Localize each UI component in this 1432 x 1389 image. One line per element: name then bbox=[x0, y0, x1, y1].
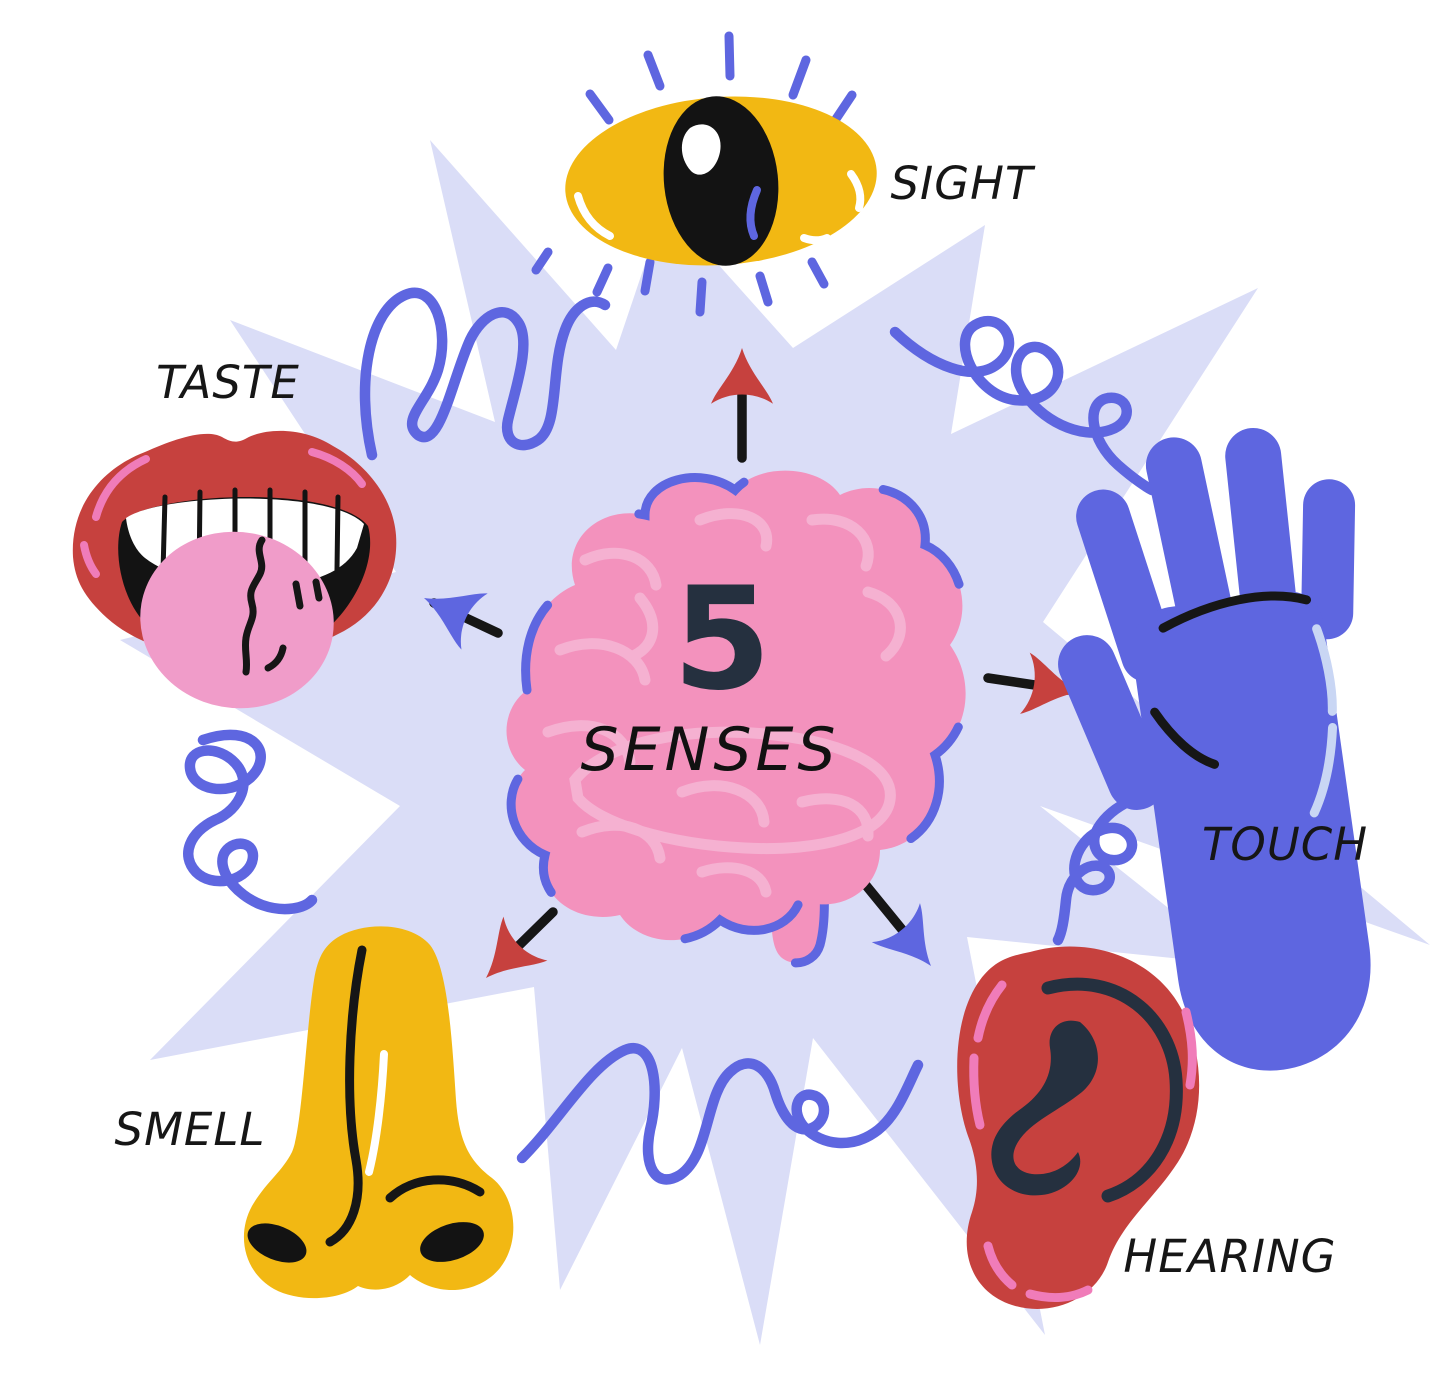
label-touch: TOUCH bbox=[1202, 818, 1368, 871]
squiggle-top-left bbox=[359, 287, 611, 461]
hand-thumb bbox=[1058, 635, 1166, 810]
arrow-to-smell bbox=[486, 907, 558, 978]
eye-shine-left bbox=[574, 192, 614, 240]
squiggle-bottom bbox=[516, 1043, 924, 1185]
arrowhead-touch bbox=[1020, 652, 1080, 714]
brain-icon: 5 SENSES bbox=[502, 466, 971, 968]
arrowhead-hearing bbox=[871, 903, 931, 966]
brain-gyri bbox=[542, 508, 906, 898]
ear-shine-2 bbox=[969, 1053, 985, 1130]
hand-shine-1 bbox=[1312, 624, 1337, 716]
ear-shine-1 bbox=[973, 980, 1007, 1043]
brain-stem-outline bbox=[777, 883, 829, 968]
ear-outer bbox=[957, 946, 1200, 1309]
nose-icon bbox=[243, 926, 514, 1299]
eye-icon bbox=[531, 31, 877, 317]
tongue-dash-2 bbox=[312, 578, 323, 602]
hand-shine-2 bbox=[1309, 723, 1338, 818]
label-taste: TASTE bbox=[156, 356, 300, 409]
label-sight: SIGHT bbox=[890, 157, 1036, 210]
eyelashes bbox=[531, 31, 857, 317]
tongue-dash-3 bbox=[264, 644, 287, 672]
hand-finger-pinky bbox=[1301, 479, 1356, 640]
pupil-blue-arc bbox=[746, 186, 761, 240]
label-hearing: HEARING bbox=[1123, 1230, 1336, 1283]
tongue-dash-1 bbox=[292, 580, 304, 610]
lip-shine-left-2 bbox=[80, 541, 100, 578]
nose-bridge-line bbox=[325, 945, 367, 1247]
arrow-to-taste bbox=[424, 593, 503, 650]
title-number: 5 bbox=[673, 557, 772, 722]
brain-outline-dashes bbox=[502, 466, 971, 945]
arrowhead-taste bbox=[424, 593, 488, 650]
nose-shine bbox=[365, 1050, 388, 1176]
ear-inner-arc bbox=[1041, 977, 1183, 1203]
hand-icon bbox=[1058, 428, 1371, 1071]
eye-shine-right bbox=[847, 170, 865, 212]
title-word: SENSES bbox=[581, 715, 840, 785]
hand-palm bbox=[1131, 591, 1371, 1071]
ear-inner-swirl bbox=[991, 1020, 1098, 1196]
palm-line-thumb bbox=[1150, 707, 1220, 769]
ear-shine-4 bbox=[983, 1241, 1017, 1290]
ear-shine-5 bbox=[1025, 1285, 1093, 1302]
label-smell: SMELL bbox=[115, 1103, 266, 1156]
tongue-crack bbox=[241, 536, 266, 676]
mouth-icon bbox=[72, 430, 397, 709]
arrowhead-sight bbox=[711, 348, 773, 404]
lip-shine-left bbox=[92, 455, 150, 521]
tongue bbox=[140, 531, 334, 709]
hand-finger-ring bbox=[1225, 428, 1296, 623]
squiggle-left bbox=[183, 729, 318, 915]
nose-nostril-arc bbox=[385, 1175, 485, 1203]
arrow-to-hearing bbox=[855, 873, 931, 966]
ear-shine-3 bbox=[1181, 1007, 1197, 1090]
arrowhead-smell bbox=[486, 916, 548, 978]
eye-shine-bottom bbox=[800, 234, 831, 245]
palm-line-top bbox=[1158, 591, 1312, 633]
hand-finger-middle bbox=[1145, 437, 1232, 635]
squiggle-right bbox=[1052, 785, 1183, 946]
nose-nostril-right bbox=[420, 1222, 484, 1262]
lip-shine-right bbox=[308, 448, 366, 488]
arrow-to-touch bbox=[983, 652, 1080, 714]
ear-icon bbox=[957, 946, 1200, 1309]
pupil-highlight bbox=[681, 124, 721, 175]
nose-nostril-left bbox=[247, 1223, 307, 1263]
squiggle-top-right bbox=[889, 315, 1158, 496]
arrow-to-sight bbox=[711, 348, 773, 463]
